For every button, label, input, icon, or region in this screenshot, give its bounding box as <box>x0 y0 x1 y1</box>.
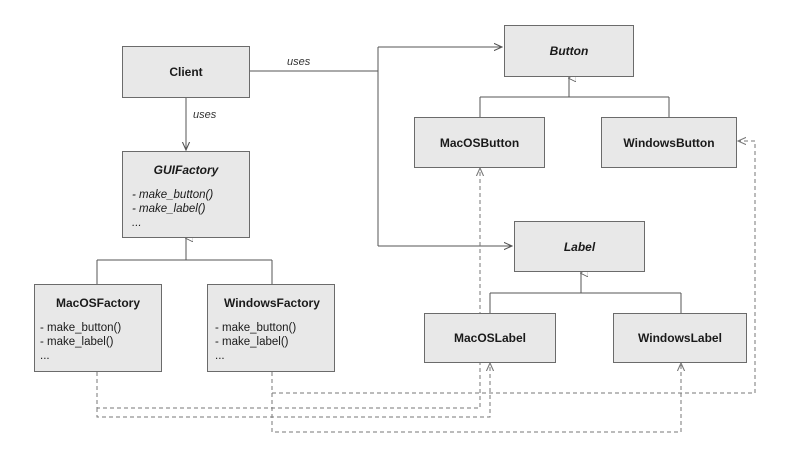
macos-factory-methods: - make_button() - make_label() ... <box>40 321 121 363</box>
creates-dependency-edges <box>96 141 756 433</box>
windows-factory-method: - make_label() <box>215 336 289 348</box>
macos-label-class-box: MacOSLabel <box>424 313 556 363</box>
windows-factory-name: WindowsFactory <box>224 296 320 310</box>
macos-factory-method: - make_button() <box>40 322 122 334</box>
button-inheritance-edge <box>479 78 670 117</box>
client-uses-products-edge <box>250 47 512 246</box>
label-inheritance-edge <box>489 273 682 313</box>
label-interface-box: Label <box>514 221 645 272</box>
macos-label-name: MacOSLabel <box>453 331 527 345</box>
gui-factory-methods: - make_button() - make_label() ... <box>132 188 213 230</box>
uses-label-factory: uses <box>193 109 217 121</box>
client-class-box: Client <box>122 46 250 98</box>
gui-factory-name: GUIFactory <box>153 163 219 177</box>
client-class-name: Client <box>169 65 203 79</box>
macos-button-class-box: MacOSButton <box>414 117 545 168</box>
gui-factory-method: - make_button() <box>132 189 214 201</box>
gui-factory-interface-box: GUIFactory - make_button() - make_label(… <box>122 151 250 238</box>
windows-button-class-box: WindowsButton <box>601 117 737 168</box>
windows-label-name: WindowsLabel <box>638 331 722 345</box>
windows-factory-methods: - make_button() - make_label() ... <box>215 321 296 363</box>
macos-factory-name: MacOSFactory <box>56 296 141 310</box>
windows-factory-method: - make_button() <box>215 322 297 334</box>
gui-factory-method: ... <box>132 217 142 229</box>
macos-factory-method: - make_label() <box>40 336 114 348</box>
button-interface-box: Button <box>504 25 634 77</box>
windows-label-class-box: WindowsLabel <box>613 313 747 363</box>
windows-button-name: WindowsButton <box>623 135 715 150</box>
macos-button-name: MacOSButton <box>439 135 520 150</box>
button-interface-name: Button <box>549 44 589 58</box>
factory-inheritance-edge <box>96 238 273 284</box>
uses-label-products: uses <box>287 56 311 68</box>
macos-factory-class-box: MacOSFactory - make_button() - make_labe… <box>34 284 162 372</box>
windows-factory-class-box: WindowsFactory - make_button() - make_la… <box>207 284 335 372</box>
label-interface-name: Label <box>563 239 596 254</box>
windows-factory-method: ... <box>215 350 225 362</box>
macos-factory-method: ... <box>40 350 50 362</box>
gui-factory-method: - make_label() <box>132 203 206 215</box>
